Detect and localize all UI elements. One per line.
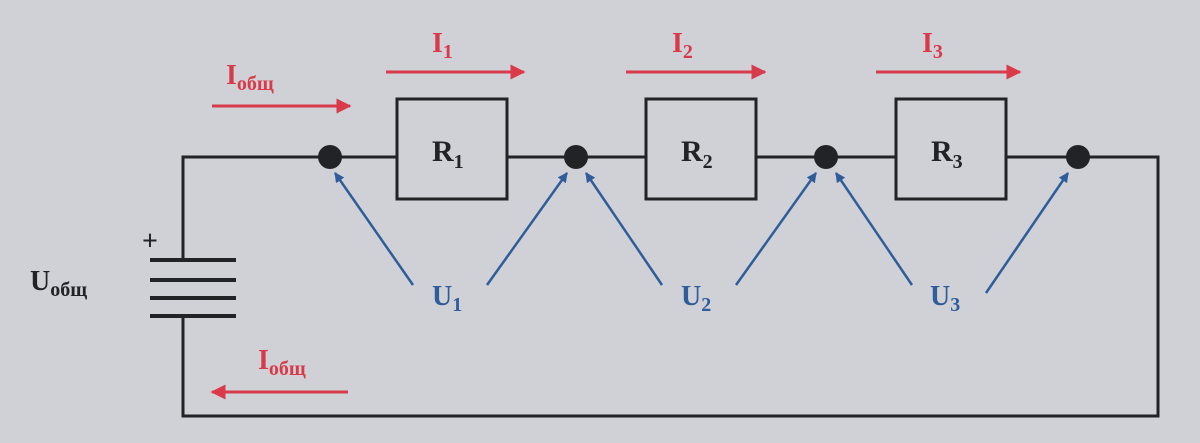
junction-nodes	[318, 145, 1090, 169]
node-3	[814, 145, 838, 169]
resistor-r1: R1	[395, 97, 509, 201]
resistor-r3-label: R3	[931, 135, 963, 173]
wires	[181, 155, 1160, 418]
wire-right-return	[181, 155, 1160, 418]
voltage-u3-label: U3	[930, 281, 960, 316]
battery-plus-sign: +	[142, 226, 158, 257]
arrow-u3-right	[984, 172, 1070, 294]
current-i3-label: I3	[922, 28, 943, 63]
resistor-r1-label: R1	[432, 135, 464, 173]
battery-symbol	[150, 258, 236, 318]
voltage-u2-label: U2	[681, 281, 711, 316]
resistor-r2: R2	[644, 97, 758, 201]
node-1	[318, 145, 342, 169]
current-i1-label: I1	[432, 28, 453, 63]
arrow-u1-right	[485, 172, 569, 286]
current-i2-label: I2	[672, 28, 693, 63]
resistor-r2-label: R2	[681, 135, 713, 173]
current-arrows	[210, 64, 1022, 400]
node-4	[1066, 145, 1090, 169]
arrow-u3-left	[834, 172, 914, 286]
resistor-r3: R3	[894, 97, 1008, 201]
current-total-bottom-label: Iобщ	[258, 345, 306, 380]
resistor-r2-box	[644, 97, 758, 201]
current-total-top-label: Iобщ	[226, 60, 274, 95]
resistor-r3-box	[894, 97, 1008, 201]
resistor-r1-box	[395, 97, 509, 201]
node-2	[564, 145, 588, 169]
battery-voltage-label: Uобщ	[30, 266, 87, 301]
wire-left-top	[181, 155, 397, 258]
arrow-u2-right	[734, 172, 818, 286]
arrow-u1-left	[333, 172, 415, 286]
arrow-u2-left	[584, 172, 664, 286]
voltage-u1-label: U1	[432, 281, 462, 316]
voltage-arrows	[333, 172, 1070, 294]
